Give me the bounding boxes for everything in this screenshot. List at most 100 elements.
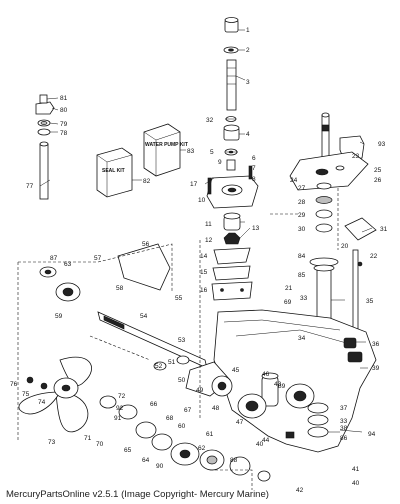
part-label: 40 bbox=[352, 480, 360, 487]
part-label: 59 bbox=[55, 313, 63, 320]
part-label: 4 bbox=[246, 131, 250, 138]
part-label: 70 bbox=[96, 441, 104, 448]
part-label: 40 bbox=[256, 441, 264, 448]
part-label: 8 bbox=[252, 176, 256, 183]
water-pump-kit-box: WATER PUMP KIT bbox=[143, 123, 188, 177]
part-label: 21 bbox=[285, 285, 293, 292]
part-label: 49 bbox=[196, 387, 204, 394]
water-pump-kit-label: WATER PUMP KIT bbox=[145, 142, 188, 148]
part-label: 31 bbox=[380, 226, 388, 233]
part-label: 38 bbox=[340, 425, 348, 432]
part-label: 47 bbox=[236, 419, 244, 426]
part-label: 60 bbox=[178, 423, 186, 430]
part-label: 2 bbox=[246, 47, 250, 54]
part-label: 33 bbox=[300, 295, 308, 302]
part-label: 56 bbox=[142, 241, 150, 248]
part-label: 75 bbox=[22, 391, 30, 398]
part-label: 79 bbox=[60, 121, 68, 128]
seal-kit-box: SEAL KIT bbox=[96, 147, 133, 198]
part-label: 14 bbox=[200, 253, 208, 260]
part-label: 32 bbox=[206, 117, 214, 124]
part-label: 54 bbox=[140, 313, 148, 320]
part-label: 68 bbox=[166, 415, 174, 422]
part-label: 76 bbox=[10, 381, 18, 388]
part-label: 9 bbox=[218, 159, 222, 166]
part-label: 80 bbox=[60, 107, 68, 114]
part-label: 43 bbox=[274, 381, 282, 388]
part-label: 74 bbox=[38, 399, 46, 406]
seal-kit-label: SEAL KIT bbox=[102, 168, 125, 174]
part-label: 85 bbox=[298, 272, 306, 279]
part-label: 65 bbox=[124, 447, 132, 454]
part-label: 81 bbox=[60, 95, 68, 102]
part-label: 72 bbox=[118, 393, 126, 400]
part-label: 33 bbox=[340, 418, 348, 425]
part-label: 42 bbox=[296, 487, 304, 494]
part-label: 27 bbox=[298, 185, 306, 192]
shift-linkage-parts bbox=[289, 112, 377, 333]
part-label: 66 bbox=[150, 401, 158, 408]
part-label: 87 bbox=[50, 255, 58, 262]
gear-housing bbox=[213, 309, 377, 453]
part-label: 64 bbox=[142, 457, 150, 464]
part-label: 25 bbox=[374, 167, 382, 174]
copyright-footer: MercuryPartsOnline v2.5.1 (Image Copyrig… bbox=[6, 489, 269, 500]
part-label: 83 bbox=[187, 148, 195, 155]
part-label: 77 bbox=[26, 183, 34, 190]
part-label: 50 bbox=[178, 377, 186, 384]
part-label: 7 bbox=[252, 165, 256, 172]
part-label: 15 bbox=[200, 269, 208, 276]
part-label: 57 bbox=[94, 255, 102, 262]
part-label: 84 bbox=[298, 253, 306, 260]
leader-lines bbox=[39, 29, 373, 433]
part-label: 89 bbox=[278, 383, 286, 390]
part-label: 34 bbox=[298, 335, 306, 342]
part-label: 24 bbox=[290, 177, 298, 184]
part-label: 6 bbox=[252, 155, 256, 162]
part-label: 3 bbox=[246, 79, 250, 86]
part-label: 45 bbox=[232, 367, 240, 374]
propeller bbox=[18, 356, 92, 433]
part-label: 10 bbox=[198, 197, 206, 204]
part-label: 58 bbox=[116, 285, 124, 292]
part-label: 17 bbox=[190, 181, 198, 188]
part-label: 67 bbox=[184, 407, 192, 414]
part-label: 39 bbox=[372, 365, 380, 372]
part-label: 29 bbox=[298, 212, 306, 219]
part-label: 23 bbox=[352, 153, 360, 160]
part-label: 20 bbox=[341, 243, 349, 250]
part-label: 91 bbox=[114, 415, 122, 422]
part-label: 37 bbox=[340, 405, 348, 412]
part-label: 55 bbox=[175, 295, 183, 302]
propeller-shaft-assembly bbox=[39, 243, 271, 482]
part-label: 78 bbox=[60, 130, 68, 137]
part-label: 13 bbox=[252, 225, 260, 232]
part-label: 26 bbox=[374, 177, 382, 184]
part-label: 5 bbox=[210, 149, 214, 156]
part-label: 41 bbox=[352, 466, 360, 473]
part-label: 52 bbox=[155, 363, 163, 370]
part-label: 48 bbox=[212, 405, 220, 412]
part-labels: 1 2 3 4 5 6 7 8 9 10 11 12 13 14 15 16 1… bbox=[10, 27, 388, 494]
part-label: 73 bbox=[48, 439, 56, 446]
part-label: 71 bbox=[84, 435, 92, 442]
part-label: 36 bbox=[372, 341, 380, 348]
part-label: 86 bbox=[340, 435, 348, 442]
part-label: 28 bbox=[298, 199, 306, 206]
drive-shaft-stack bbox=[206, 17, 259, 301]
part-label: 90 bbox=[156, 463, 164, 470]
part-label: 11 bbox=[205, 221, 212, 228]
part-label: 88 bbox=[230, 457, 238, 464]
upper-left-parts: SEAL KIT WATER PUMP KIT bbox=[35, 94, 188, 200]
part-label: 93 bbox=[378, 141, 386, 148]
part-label: 44 bbox=[262, 437, 270, 444]
part-label: 22 bbox=[370, 253, 378, 260]
part-label: 51 bbox=[168, 359, 176, 366]
part-label: 61 bbox=[206, 431, 214, 438]
part-label: 35 bbox=[366, 298, 374, 305]
part-label: 12 bbox=[205, 237, 213, 244]
part-label: 30 bbox=[298, 226, 306, 233]
part-label: 92 bbox=[116, 405, 124, 412]
part-label: 1 bbox=[246, 27, 250, 34]
